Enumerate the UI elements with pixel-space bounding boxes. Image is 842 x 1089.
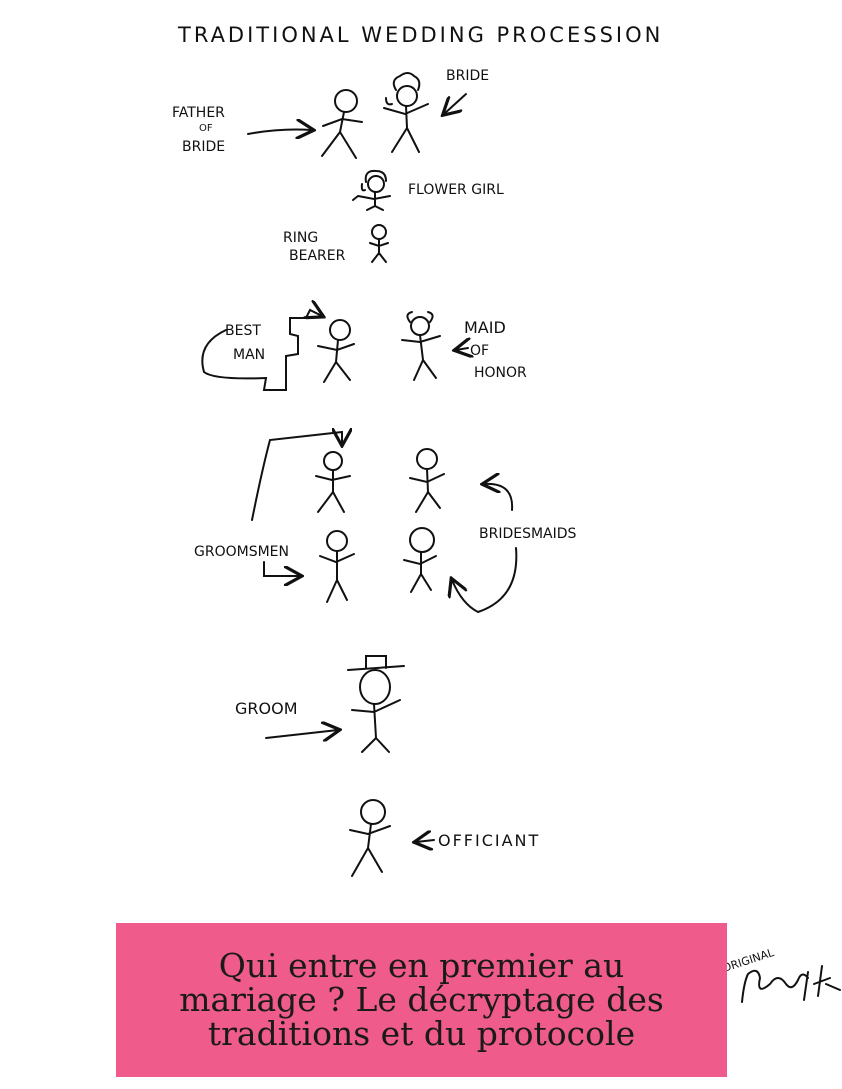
father-of-bride-figure [321,89,363,159]
label-father-line1: FATHER [172,105,225,121]
label-bridesmaids: BRIDESMAIDS [479,526,577,542]
corner-note: ORIGINAL [721,946,776,975]
diagram-title: TRADITIONAL WEDDING PROCESSION [177,23,663,47]
label-groomsmen: GROOMSMEN [194,544,289,560]
title-banner: Qui entre en premier au mariage ? Le déc… [116,923,727,1077]
officiant-figure [349,799,391,877]
label-bride: BRIDE [446,68,489,84]
label-ring-line1: RING [283,230,318,246]
arrow-bride [444,93,467,114]
maid-of-honor-figure [401,311,441,381]
label-father-line2: OF [199,123,213,134]
arrow-groom [265,730,338,738]
bride-figure [383,72,429,153]
label-best-man-line2: MAN [233,347,265,363]
banner-title: Qui entre en premier au mariage ? Le déc… [179,946,664,1053]
label-maid-line2: OF [470,343,489,359]
label-ring-line2: BEARER [289,248,346,264]
arrow-bridesmaids-top [484,484,514,511]
label-maid-line3: HONOR [474,365,527,381]
arrow-bridesmaids-bottom [452,547,518,614]
groomsman-figure-1 [315,451,351,513]
bridesmaid-figure-2 [403,527,437,593]
bridesmaid-figure-1 [409,448,445,513]
arrow-officiant [416,840,435,842]
arrow-father [247,130,312,135]
label-groom: GROOM [235,699,298,718]
flower-girl-figure [352,169,391,211]
label-maid-line1: MAID [464,318,506,337]
label-flower-girl: FLOWER GIRL [408,182,504,198]
label-best-man-line1: BEST [225,323,261,339]
arrow-maid [456,348,468,350]
groomsman-figure-2 [319,530,355,603]
best-man-figure [317,319,355,383]
signature-scribble [741,965,841,1003]
label-father-line3: BRIDE [182,139,225,155]
arrow-groomsmen-top [251,432,342,521]
groom-figure [347,655,405,753]
ring-bearer-figure [369,224,389,263]
arrow-groomsmen-bottom [263,561,300,576]
label-officiant: OFFICIANT [438,831,540,850]
arrow-best-man [201,310,322,391]
